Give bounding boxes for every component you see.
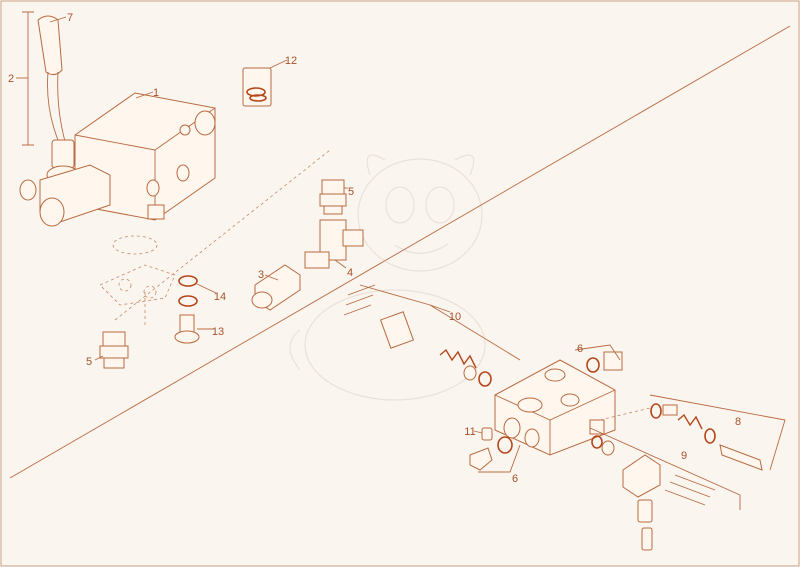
callout-c12: 12 (285, 55, 297, 67)
tee-fitting-4 (304, 219, 364, 269)
callout-c10: 10 (449, 311, 461, 323)
callout-c13: 13 (212, 326, 224, 338)
screw-11 (481, 427, 493, 441)
callout-c2: 2 (8, 73, 14, 85)
bracket-6b (478, 444, 521, 473)
sectional-body (494, 359, 616, 456)
callout-c14: 14 (214, 291, 226, 303)
leader-7 (49, 16, 67, 23)
gasket-plates (99, 235, 176, 306)
leader-10 (429, 304, 451, 313)
assembly-guide-1 (114, 149, 331, 321)
seal-rings-14 (178, 275, 198, 307)
plug-13 (174, 314, 200, 344)
leader-14 (196, 283, 217, 294)
leader-11 (473, 430, 483, 434)
callout-c4: 4 (347, 267, 353, 279)
bracket-9 (589, 427, 741, 510)
spool-actuator (19, 164, 111, 227)
detent-assembly-9 (591, 435, 716, 551)
spool-assembly-8 (650, 403, 763, 471)
callout-c1: 1 (153, 87, 159, 99)
callout-c11: 11 (464, 426, 475, 438)
plug-6-lower (469, 436, 513, 471)
leader-5b (94, 355, 104, 361)
fitting-5-left (99, 331, 129, 369)
seal-kit-bag (242, 67, 272, 107)
bracket-8 (649, 394, 786, 471)
callout-c7: 7 (67, 12, 73, 24)
callout-c6a: 6 (577, 343, 583, 355)
callout-c8: 8 (735, 416, 741, 428)
lever-handle (37, 15, 80, 185)
callout-c9: 9 (681, 450, 687, 462)
bracket-6a (574, 344, 621, 361)
bracket-2 (22, 11, 34, 146)
watermark-mascot (289, 154, 486, 401)
leader-1 (135, 91, 154, 99)
leader-12 (269, 59, 288, 69)
relief-cartridge-3 (251, 264, 301, 311)
callout-c6b: 6 (512, 473, 518, 485)
callout-c5b: 5 (86, 356, 92, 368)
assembly-guide-3 (599, 407, 651, 421)
callout-c3: 3 (258, 269, 264, 281)
diagonal-divider (9, 25, 791, 479)
callout-c5a: 5 (348, 186, 354, 198)
leader-4 (334, 259, 347, 269)
relief-valve-10 (343, 284, 492, 387)
leader-3 (264, 274, 279, 281)
fitting-5-upper (319, 179, 347, 215)
